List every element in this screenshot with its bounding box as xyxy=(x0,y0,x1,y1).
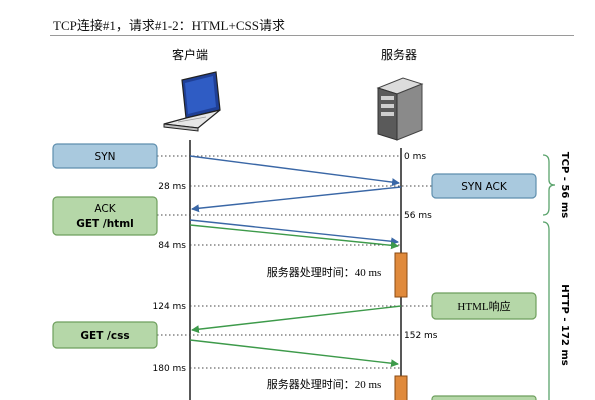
get-html-label: GET /html xyxy=(76,218,133,230)
syn-ack-box: SYN ACK xyxy=(431,173,537,199)
server-icon xyxy=(376,77,424,141)
get-html-arrow xyxy=(189,224,399,250)
event-guides xyxy=(157,155,432,369)
syn-arrow xyxy=(189,155,400,187)
syn-box: SYN xyxy=(52,143,158,169)
html-response-box: HTML响应 xyxy=(431,292,537,320)
syn-ack-arrow xyxy=(191,186,402,213)
syn-label: SYN xyxy=(95,151,116,163)
time-124ms: 124 ms xyxy=(153,302,187,312)
next-response-box xyxy=(431,395,537,400)
html-response-arrow xyxy=(191,305,402,334)
time-28ms: 28 ms xyxy=(158,182,186,192)
http-duration-label: HTTP - 172 ms xyxy=(559,284,570,365)
get-css-label: GET /css xyxy=(80,330,129,342)
figure-title: TCP连接#1，请求#1-2：HTML+CSS请求 xyxy=(53,18,285,33)
time-152ms: 152 ms xyxy=(404,331,438,341)
processing-time-css: 服务器处理时间：20 ms xyxy=(267,378,382,391)
time-56ms: 56 ms xyxy=(404,211,432,221)
time-0ms: 0 ms xyxy=(404,152,426,162)
tcp-bracket xyxy=(542,154,556,216)
syn-ack-label: SYN ACK xyxy=(461,181,508,193)
server-label: 服务器 xyxy=(381,47,417,62)
http-bracket xyxy=(542,221,550,400)
ack-arrow xyxy=(189,219,399,246)
processing-bar-html xyxy=(394,252,408,298)
tcp-duration-label: TCP - 56 ms xyxy=(559,152,570,218)
get-css-arrow xyxy=(189,339,399,368)
client-label: 客户端 xyxy=(172,47,208,62)
processing-time-html: 服务器处理时间：40 ms xyxy=(267,266,382,279)
processing-bar-css xyxy=(394,375,408,400)
laptop-icon xyxy=(163,71,221,132)
ack-label: ACK xyxy=(94,203,116,215)
html-response-label: HTML响应 xyxy=(457,299,510,313)
time-180ms: 180 ms xyxy=(153,364,187,374)
time-84ms: 84 ms xyxy=(158,241,186,251)
get-css-box: GET /css xyxy=(52,321,158,349)
ack-get-html-box: ACK GET /html xyxy=(52,196,158,236)
title-divider xyxy=(50,35,574,36)
